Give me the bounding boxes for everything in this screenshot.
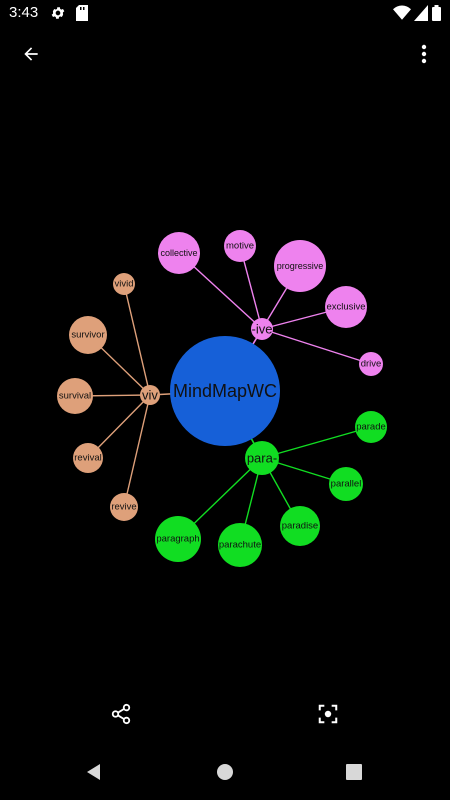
edge-ive-drive [261, 328, 372, 365]
leaf-node-paradise[interactable]: paradise [280, 506, 320, 546]
leaf-node-paragraph[interactable]: paragraph [155, 516, 201, 562]
branch-node-ive-circle [251, 318, 273, 340]
leaf-node-revive[interactable]: revive [110, 493, 138, 521]
nodes-layer: MindMapWC -ive collective motive progressive… [57, 230, 387, 567]
leaf-node-paradise-circle [280, 506, 320, 546]
leaf-node-progressive-label: progressive [277, 261, 324, 271]
more-vert-icon [421, 44, 427, 69]
leaf-node-revive-label: revive [111, 502, 136, 513]
status-bar: 3:43 [0, 0, 450, 28]
leaf-node-survival-label: survival [59, 391, 91, 402]
leaf-node-parachute-label: parachute [219, 540, 261, 551]
leaf-node-paradise-label: paradise [282, 521, 318, 532]
bottom-actions [0, 694, 450, 738]
branch-node-para-label: para- [247, 451, 277, 466]
leaf-node-drive[interactable]: drive [359, 352, 383, 376]
leaf-node-exclusive[interactable]: exclusive [325, 286, 367, 328]
leaf-node-progressive-circle [274, 240, 326, 292]
mind-map-canvas[interactable]: MindMapWC -ive collective motive progressive… [0, 84, 450, 684]
arrow-left-icon [21, 44, 41, 69]
fit-screen-button[interactable] [308, 696, 348, 736]
branch-node-viv[interactable]: viv [140, 385, 160, 405]
leaf-node-revive-circle [110, 493, 138, 521]
leaf-node-vivid-label: vivid [114, 279, 133, 290]
battery-icon [432, 5, 441, 26]
leaf-node-revival-circle [73, 443, 103, 473]
leaf-node-parachute-circle [218, 523, 262, 567]
back-button[interactable] [11, 36, 51, 76]
share-button[interactable] [101, 696, 141, 736]
leaf-node-motive-label: motive [226, 241, 254, 252]
center-node-label: MindMapWC [173, 381, 277, 401]
leaf-node-paragraph-circle [155, 516, 201, 562]
fit-screen-icon [317, 703, 339, 730]
leaf-node-exclusive-label: exclusive [326, 302, 365, 313]
mind-map-svg[interactable]: MindMapWC -ive collective motive progressive… [0, 84, 450, 684]
nav-home-icon [216, 763, 234, 786]
leaf-node-vivid[interactable]: vivid [113, 273, 135, 295]
leaf-node-parallel[interactable]: parallel [329, 467, 363, 501]
sd-card-icon [76, 5, 88, 26]
branch-node-viv-label: viv [142, 388, 158, 403]
leaf-node-drive-circle [359, 352, 383, 376]
leaf-node-parade[interactable]: parade [355, 411, 387, 443]
leaf-node-exclusive-circle [325, 286, 367, 328]
app-bar [0, 28, 450, 84]
signal-icon [414, 5, 428, 26]
nav-home-button[interactable] [205, 754, 245, 794]
nav-back-button[interactable] [74, 754, 114, 794]
edge-para-parade [261, 426, 372, 459]
branch-node-ive[interactable]: -ive [251, 318, 273, 340]
leaf-node-motive[interactable]: motive [224, 230, 256, 262]
center-node-circle [170, 336, 280, 446]
leaf-node-parallel-circle [329, 467, 363, 501]
leaf-node-motive-circle [224, 230, 256, 262]
status-time: 3:43 [9, 4, 39, 21]
leaf-node-progressive[interactable]: progressive [274, 240, 326, 292]
leaf-node-parade-label: parade [356, 422, 386, 433]
branch-node-viv-circle [140, 385, 160, 405]
nav-back-icon [85, 763, 103, 786]
leaf-node-parade-circle [355, 411, 387, 443]
leaf-node-collective-circle [158, 232, 200, 274]
leaf-node-survival-circle [57, 378, 93, 414]
leaf-node-revival-label: revival [74, 453, 101, 464]
branch-node-ive-label: -ive [252, 322, 273, 337]
leaf-node-survivor-circle [69, 316, 107, 354]
branch-node-para-circle [245, 441, 279, 475]
leaf-node-parallel-label: parallel [331, 479, 362, 490]
leaf-node-revival[interactable]: revival [73, 443, 103, 473]
branch-node-para[interactable]: para- [245, 441, 279, 475]
gear-icon [50, 5, 66, 26]
leaf-node-parachute[interactable]: parachute [218, 523, 262, 567]
center-node[interactable]: MindMapWC [170, 336, 280, 446]
leaf-node-survivor-label: survivor [71, 330, 104, 341]
leaf-node-survival[interactable]: survival [57, 378, 93, 414]
system-nav-bar [0, 752, 450, 800]
leaf-node-collective-label: collective [160, 248, 197, 258]
leaf-node-paragraph-label: paragraph [156, 534, 199, 545]
leaf-node-drive-label: drive [361, 359, 382, 370]
edge-viv-revive [123, 394, 151, 508]
overflow-menu-button[interactable] [404, 36, 444, 76]
edge-viv-vivid [123, 283, 151, 396]
nav-recents-button[interactable] [334, 754, 374, 794]
leaf-node-collective[interactable]: collective [158, 232, 200, 274]
leaf-node-vivid-circle [113, 273, 135, 295]
share-icon [110, 703, 132, 730]
wifi-icon [393, 5, 411, 26]
leaf-node-survivor[interactable]: survivor [69, 316, 107, 354]
nav-recents-icon [345, 763, 363, 786]
